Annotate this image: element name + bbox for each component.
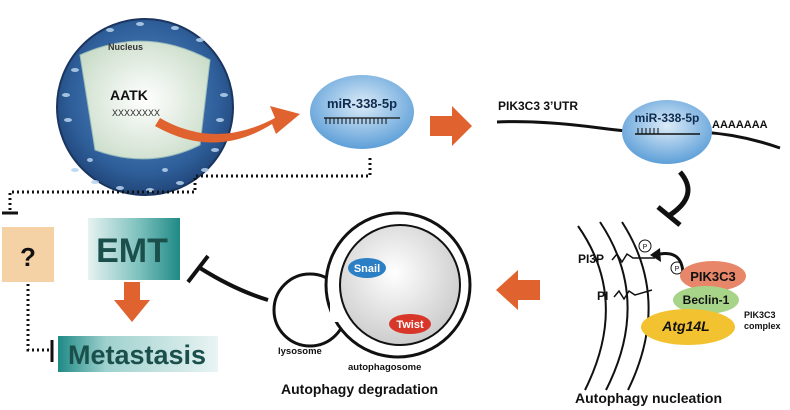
arrow-left-icon <box>496 270 540 310</box>
mirna-338-5p: miR-338-5p <box>310 75 414 149</box>
svg-text:P: P <box>675 266 680 273</box>
pi3p-label: PI3P <box>578 252 604 266</box>
utr-label: PIK3C3 3’UTR <box>498 99 578 113</box>
atg14l-protein <box>641 309 735 345</box>
dotted-inhibition-line <box>2 158 372 215</box>
metastasis-label: Metastasis <box>68 340 206 370</box>
mirna-label: miR-338-5p <box>327 96 397 111</box>
dna-strand: XXXXXXXX <box>112 109 160 120</box>
twist-protein <box>389 314 431 334</box>
unknown-mediator-box: ? <box>2 227 54 282</box>
pik3c3-mrna: PIK3C3 3’UTR AAAAAAA miR-338-5p <box>496 99 781 164</box>
arrow-right-icon <box>430 106 472 146</box>
arrow-down-icon <box>114 282 150 322</box>
complex-label-line1: PIK3C3 <box>744 310 776 320</box>
pi-label: PI <box>597 289 608 303</box>
nucleus: Nucleus AATK XXXXXXXX <box>56 18 234 196</box>
autophagy-nucleation: PI3P PI P P PIK3C3 Beclin-1 Atg14L PIK3C… <box>575 221 781 406</box>
pik3c3-label: PIK3C3 <box>690 269 736 284</box>
beclin-label: Beclin-1 <box>683 293 730 307</box>
autophagosome-label: autophagosome <box>348 362 421 373</box>
bound-mirna-label: miR-338-5p <box>635 111 700 125</box>
snail-protein <box>348 258 386 278</box>
aatk-gene-label: AATK <box>110 87 148 103</box>
polya-tail: AAAAAAA <box>712 119 768 131</box>
pik3c3-protein <box>680 261 746 291</box>
autophagy-inhibits-emt-icon <box>186 254 269 302</box>
curved-arrow-icon <box>155 106 300 143</box>
complex-label-line2: complex <box>744 321 781 331</box>
emt-label: EMT <box>96 232 168 270</box>
emt-box: EMT <box>88 218 180 280</box>
beclin-protein <box>673 286 739 314</box>
mirna-strand-ticks <box>325 118 387 124</box>
question-mark: ? <box>20 242 36 272</box>
phospho-icon <box>638 239 652 253</box>
atg14l-label: Atg14L <box>661 318 709 334</box>
dotted-line-to-metastasis <box>26 284 54 362</box>
twist-label: Twist <box>396 319 424 331</box>
autophagy-degradation-title: Autophagy degradation <box>281 381 438 397</box>
nuclear-pores <box>62 22 228 192</box>
inhibition-arrow-icon <box>656 170 691 227</box>
lysosome-label: lysosome <box>278 346 322 357</box>
autophagy-nucleation-title: Autophagy nucleation <box>575 390 722 406</box>
svg-text:P: P <box>643 244 648 251</box>
metastasis-box: Metastasis <box>58 336 218 372</box>
autophagosome: Snail Twist lysosome autophagosome Autop… <box>272 211 472 397</box>
snail-label: Snail <box>354 263 380 275</box>
nucleus-label: Nucleus <box>108 42 143 52</box>
